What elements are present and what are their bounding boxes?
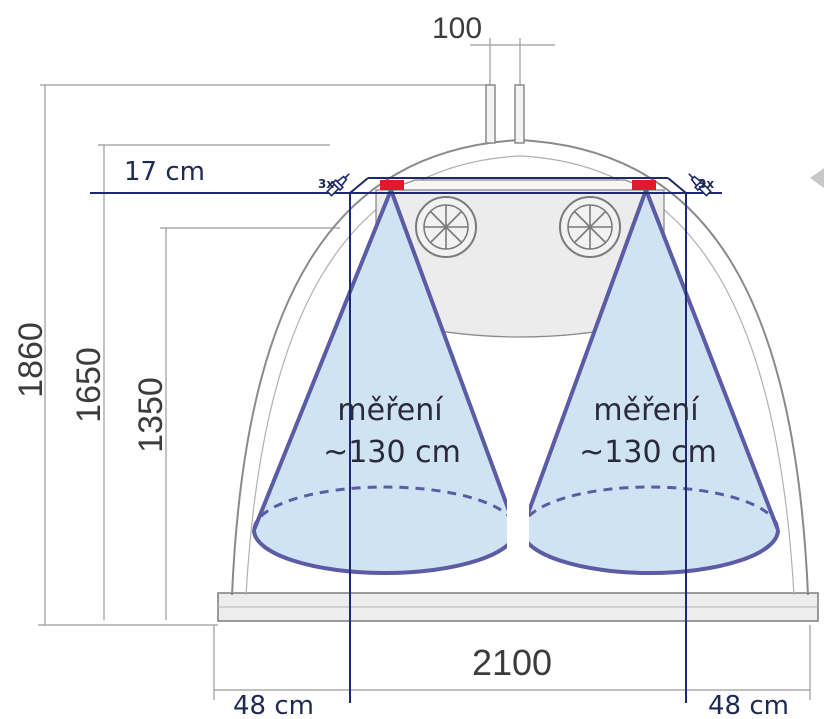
sensor-offset-label: 17 cm [124, 157, 205, 187]
measure-right-line1: měření [593, 393, 700, 428]
dim-top-width-label: 100 [432, 12, 482, 45]
fan-left [415, 196, 477, 258]
sensor-right [632, 180, 656, 190]
cone-gap [507, 480, 529, 565]
dim-side-height-label: 1650 [70, 347, 108, 423]
measure-left-line1: měření [337, 393, 444, 428]
sensor-left [380, 180, 404, 190]
measure-right-line2: ~130 cm [579, 435, 717, 470]
sensor-count-left: 3x [318, 177, 334, 191]
sensor-reference-lines [90, 177, 722, 703]
dim-inner-height-label: 1350 [132, 377, 170, 453]
edge-distance-right: 48 cm [708, 691, 789, 719]
base-plate [217, 592, 819, 622]
fan-right [559, 196, 621, 258]
arrow-icon [810, 168, 824, 188]
roof-pipes [485, 84, 525, 144]
sensor-probe-icon [326, 173, 350, 197]
sensor-probe-icon [688, 173, 712, 197]
edge-distance-left: 48 cm [233, 691, 314, 719]
sensor-count-right: 3x [698, 177, 714, 191]
dimension-lines [38, 38, 811, 700]
measure-left-line2: ~130 cm [323, 435, 461, 470]
dim-overall-height-label: 1860 [12, 322, 50, 398]
dim-base-width-label: 2100 [472, 642, 552, 683]
